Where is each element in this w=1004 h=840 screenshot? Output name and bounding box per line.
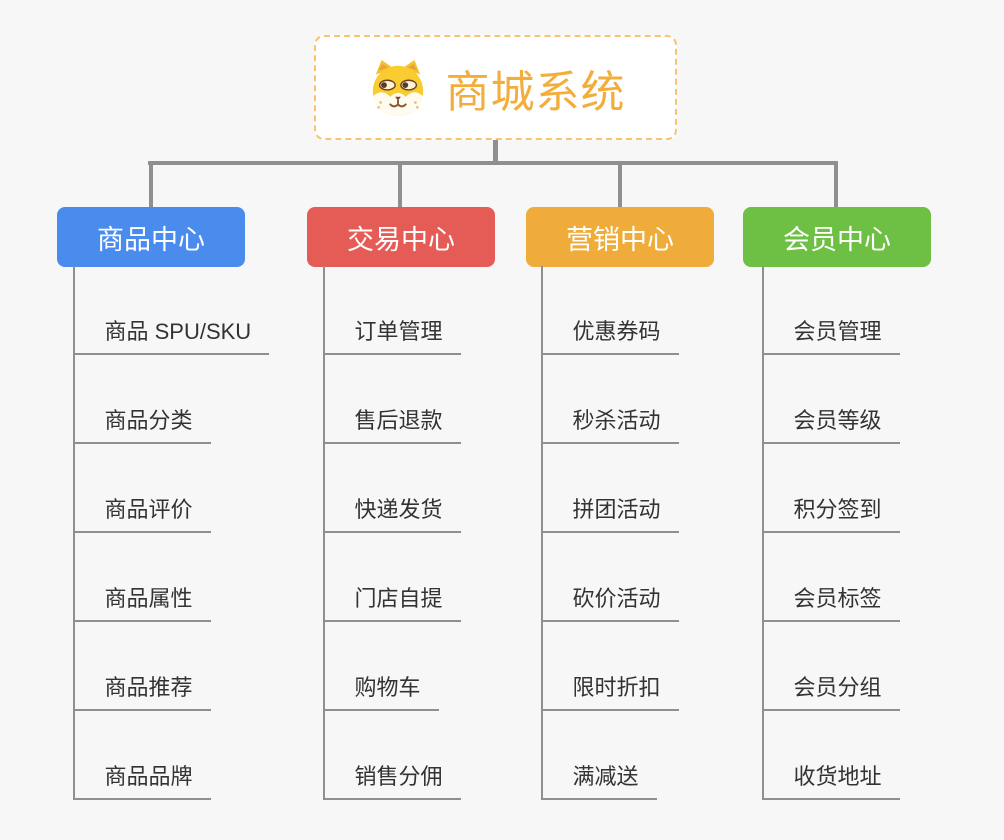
leaf-node[interactable]: 商品 SPU/SKU <box>72 266 323 355</box>
leaf-node[interactable]: 优惠券码 <box>540 266 791 355</box>
leaf-node[interactable]: 满减送 <box>540 711 791 800</box>
leaf-node[interactable]: 会员分组 <box>761 622 1004 711</box>
leaf-label: 商品分类 <box>72 403 211 444</box>
leaf-label: 会员标签 <box>761 581 900 622</box>
leaf-label: 售后退款 <box>322 403 461 444</box>
leaf-node[interactable]: 门店自提 <box>322 533 573 622</box>
leaf-node[interactable]: 积分签到 <box>761 444 1004 533</box>
leaf-label: 商品 SPU/SKU <box>72 314 270 355</box>
leaf-label: 销售分佣 <box>322 759 461 800</box>
branch-box-product-center[interactable]: 商品中心 <box>57 207 245 267</box>
leaf-label: 秒杀活动 <box>540 403 679 444</box>
branch-label: 交易中心 <box>347 224 455 255</box>
branch-box-trade-center[interactable]: 交易中心 <box>307 207 495 267</box>
leaf-label: 收货地址 <box>761 759 900 800</box>
root-node[interactable]: 商城系统 <box>314 35 677 140</box>
branch-box-marketing-center[interactable]: 营销中心 <box>526 207 714 267</box>
branch-connector-member-center <box>833 163 838 208</box>
leaf-label: 订单管理 <box>322 314 461 355</box>
leaf-node[interactable]: 订单管理 <box>322 266 573 355</box>
root-title: 商城系统 <box>445 67 626 117</box>
leaf-label: 会员管理 <box>761 314 900 355</box>
leaf-node[interactable]: 商品评价 <box>72 444 323 533</box>
branch-children-trade-center: 订单管理 售后退款 快递发货 门店自提 购物车 销售分佣 <box>322 266 573 800</box>
leaf-label: 商品属性 <box>72 581 211 622</box>
leaf-label: 优惠券码 <box>540 314 679 355</box>
leaf-label: 商品评价 <box>72 492 211 533</box>
leaf-node[interactable]: 砍价活动 <box>540 533 791 622</box>
leaf-label: 快递发货 <box>322 492 461 533</box>
branch-connector-product-center <box>148 163 153 208</box>
branch-label: 营销中心 <box>566 224 674 255</box>
leaf-node[interactable]: 拼团活动 <box>540 444 791 533</box>
leaf-label: 购物车 <box>322 670 439 711</box>
leaf-label: 积分签到 <box>761 492 900 533</box>
branch-label: 会员中心 <box>783 224 891 255</box>
branch-label: 商品中心 <box>97 224 205 255</box>
leaf-node[interactable]: 收货地址 <box>761 711 1004 800</box>
leaf-node[interactable]: 秒杀活动 <box>540 355 791 444</box>
leaf-node[interactable]: 商品属性 <box>72 533 323 622</box>
leaf-label: 满减送 <box>540 759 657 800</box>
leaf-label: 砍价活动 <box>540 581 679 622</box>
leaf-label: 商品推荐 <box>72 670 211 711</box>
tree-connector-horizontal <box>148 161 838 165</box>
branch-connector-marketing-center <box>617 163 622 208</box>
branch-connector-trade-center <box>397 163 402 208</box>
leaf-node[interactable]: 会员管理 <box>761 266 1004 355</box>
leaf-label: 会员分组 <box>761 670 900 711</box>
root-connector <box>493 140 498 163</box>
leaf-node[interactable]: 快递发货 <box>322 444 573 533</box>
leaf-node[interactable]: 购物车 <box>322 622 573 711</box>
leaf-node[interactable]: 商品分类 <box>72 355 323 444</box>
leaf-label: 门店自提 <box>322 581 461 622</box>
leaf-label: 商品品牌 <box>72 759 211 800</box>
leaf-node[interactable]: 限时折扣 <box>540 622 791 711</box>
leaf-label: 限时折扣 <box>540 670 679 711</box>
branch-box-member-center[interactable]: 会员中心 <box>743 207 931 267</box>
branch-children-member-center: 会员管理 会员等级 积分签到 会员标签 会员分组 收货地址 <box>761 266 1004 800</box>
leaf-node[interactable]: 售后退款 <box>322 355 573 444</box>
branch-children-marketing-center: 优惠券码 秒杀活动 拼团活动 砍价活动 限时折扣 满减送 <box>540 266 791 800</box>
branch-children-product-center: 商品 SPU/SKU 商品分类 商品评价 商品属性 商品推荐 商品品牌 <box>72 266 323 800</box>
leaf-node[interactable]: 商品品牌 <box>72 711 323 800</box>
leaf-node[interactable]: 会员标签 <box>761 533 1004 622</box>
leaf-node[interactable]: 商品推荐 <box>72 622 323 711</box>
shiba-dog-icon <box>366 59 430 117</box>
leaf-node[interactable]: 销售分佣 <box>322 711 573 800</box>
leaf-label: 会员等级 <box>761 403 900 444</box>
leaf-node[interactable]: 会员等级 <box>761 355 1004 444</box>
leaf-label: 拼团活动 <box>540 492 679 533</box>
